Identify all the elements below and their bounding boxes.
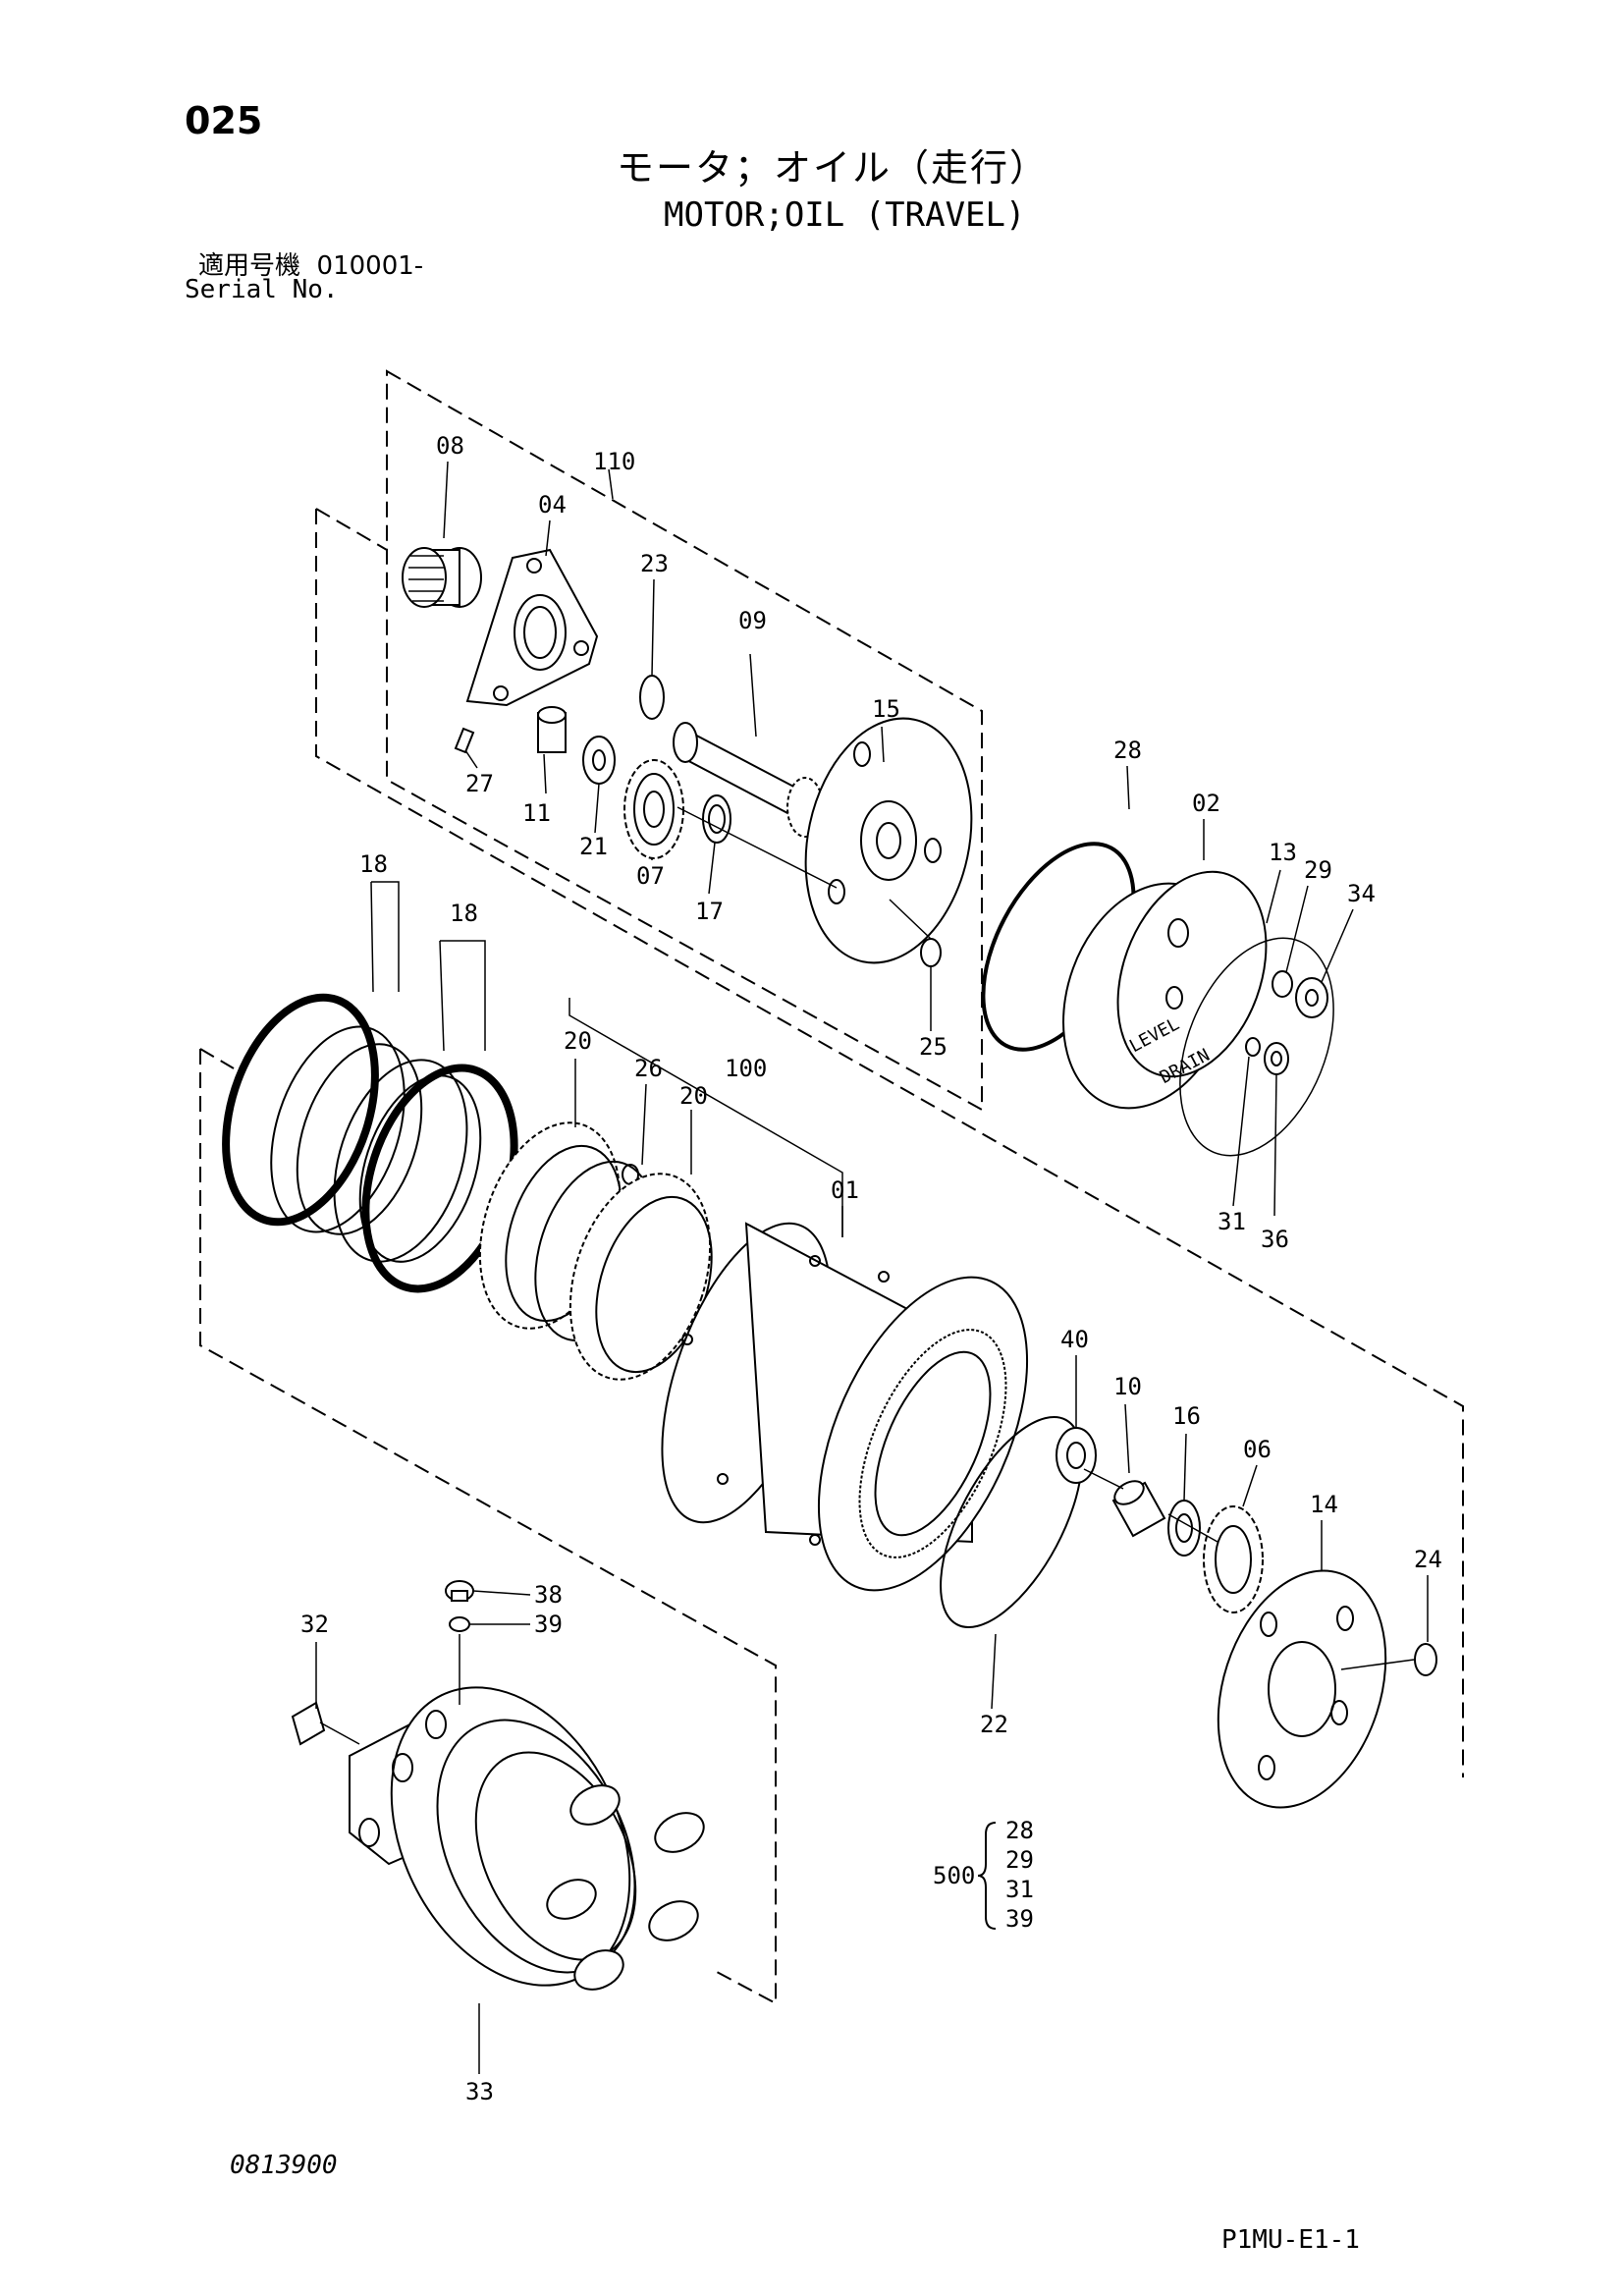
callout-09: 09	[738, 607, 767, 634]
page-code: P1MU-E1-1	[1221, 2225, 1360, 2255]
subassembly-110-outline	[386, 369, 983, 1112]
part-36-plug	[1264, 1042, 1289, 1075]
part-06-sun-gear	[1203, 1505, 1264, 1613]
part-32-nameplate	[291, 1701, 326, 1746]
callout-20a: 20	[564, 1027, 592, 1055]
callout-15: 15	[872, 695, 900, 723]
part-13-o-ring	[1179, 937, 1334, 1157]
callout-40: 40	[1060, 1326, 1089, 1353]
part-23-snap-ring	[639, 675, 665, 720]
part-25-snap-ring	[920, 938, 942, 967]
callout-04: 04	[538, 491, 567, 519]
callout-labels: 110 08 04 23 09 15 27 11 21 07 17 25 28 …	[300, 432, 1442, 2105]
callout-27: 27	[465, 770, 494, 797]
part-38-plug	[445, 1580, 474, 1602]
callout-18a: 18	[359, 850, 388, 878]
page-number: 025	[185, 99, 263, 142]
part-02-cover: LEVEL DRAIN	[1062, 870, 1268, 1110]
part-08-spline-gear	[402, 547, 482, 608]
callout-100: 100	[725, 1055, 767, 1082]
part-07-gear	[623, 759, 684, 859]
part-11-bushing	[537, 706, 567, 753]
callout-13: 13	[1269, 839, 1297, 866]
callout-21: 21	[579, 833, 608, 860]
callout-17: 17	[695, 898, 724, 925]
part-09-shaft	[673, 722, 824, 838]
part-22-snap-ring	[940, 1415, 1083, 1629]
assembly-guide-upper	[315, 508, 1464, 1777]
part-18-floating-seal-left	[222, 993, 423, 1235]
part-15-carrier-plate	[804, 717, 973, 964]
callout-01: 01	[831, 1176, 859, 1204]
callout-39: 39	[534, 1611, 563, 1638]
callout-29: 29	[1304, 856, 1332, 884]
serial-value: 010001-	[316, 251, 424, 281]
serial-line-japanese: 適用号機 010001-	[198, 253, 423, 279]
part-17-needle-bearing	[702, 794, 731, 844]
part-27-pin	[454, 727, 475, 754]
callout-23: 23	[640, 550, 669, 577]
callout-20b: 20	[679, 1082, 708, 1110]
callout-24: 24	[1414, 1546, 1442, 1573]
callout-31: 31	[1218, 1208, 1246, 1235]
leader-lines	[315, 461, 1429, 2074]
callout-14: 14	[1310, 1491, 1338, 1518]
callout-32: 32	[300, 1611, 329, 1638]
callout-28: 28	[1113, 737, 1142, 764]
assembly-guide-lower	[199, 1048, 777, 2005]
part-33-travel-motor	[349, 1686, 705, 1991]
part-40-thrust-washer	[1056, 1427, 1097, 1484]
callout-10: 10	[1113, 1373, 1142, 1400]
page-title-english: MOTOR;OIL (TRAVEL)	[664, 195, 1026, 235]
kit-item-3: 31	[1005, 1876, 1034, 1903]
assembly-100-bracket	[568, 998, 843, 1237]
callout-34: 34	[1347, 880, 1376, 907]
part-04-flange-plate	[465, 548, 599, 707]
drawing-code: 0813900	[230, 2151, 338, 2180]
page-title-japanese: モータ；オイル（走行）	[617, 146, 1050, 190]
callout-22: 22	[980, 1711, 1008, 1738]
serial-label-japanese: 適用号機	[198, 251, 301, 281]
callout-18b: 18	[450, 900, 478, 927]
callout-110: 110	[593, 448, 635, 475]
part-16-needle-bearing	[1167, 1500, 1201, 1557]
kit-brace	[977, 1822, 997, 1930]
callout-07: 07	[636, 862, 665, 890]
callout-06: 06	[1243, 1436, 1272, 1463]
part-24-snap-ring	[1414, 1643, 1437, 1676]
callout-33: 33	[465, 2078, 494, 2105]
callout-16: 16	[1172, 1402, 1201, 1430]
part-31-o-ring	[1245, 1037, 1261, 1057]
callout-36: 36	[1261, 1226, 1289, 1253]
kit-item-4: 39	[1005, 1905, 1034, 1933]
kit-number: 500	[933, 1862, 975, 1889]
callout-02: 02	[1192, 790, 1220, 817]
part-39-o-ring	[449, 1616, 470, 1632]
callout-08: 08	[436, 432, 464, 460]
part-34-plug	[1295, 977, 1328, 1018]
part-29-o-ring	[1272, 970, 1293, 998]
callout-11: 11	[522, 799, 551, 827]
part-01-housing	[661, 1222, 1029, 1592]
kit-500-group: 500 28 29 31 39	[933, 1817, 1034, 1933]
part-10-bushing	[1111, 1480, 1166, 1538]
part-14-thrust-plate	[1217, 1569, 1387, 1809]
kit-item-2: 29	[1005, 1846, 1034, 1874]
part-21-washer	[582, 736, 616, 785]
callout-38: 38	[534, 1581, 563, 1609]
callout-25: 25	[919, 1033, 947, 1061]
kit-item-1: 28	[1005, 1817, 1034, 1844]
callout-26: 26	[634, 1055, 663, 1082]
serial-label-english: Serial No.	[185, 275, 339, 304]
